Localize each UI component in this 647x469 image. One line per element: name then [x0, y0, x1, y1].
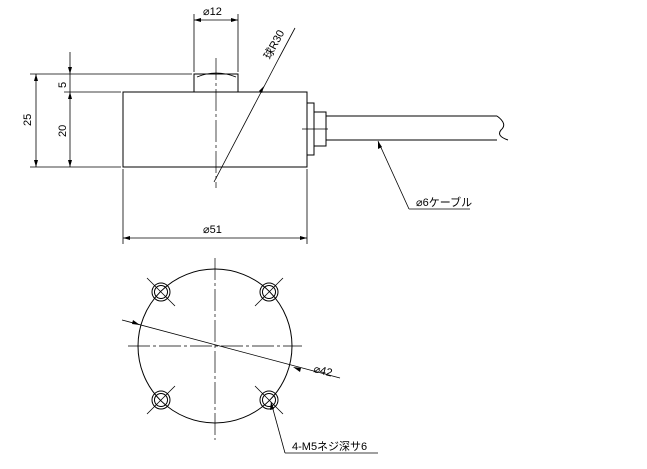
dia12-label: ⌀12	[203, 6, 222, 18]
r30-arrow	[259, 86, 264, 93]
dim12-arrow-left	[194, 18, 201, 22]
hole-top-right	[254, 277, 284, 307]
body-outline	[122, 91, 308, 168]
dim20-label: 20	[57, 125, 69, 137]
dim5-label: 5	[57, 82, 69, 88]
r30-leader-upper	[278, 27, 296, 59]
dim25-label: 25	[22, 114, 34, 126]
thread-label: 4-M5ネジ深サ6	[292, 440, 367, 453]
hole-bottom-right	[254, 385, 284, 415]
r30-leader	[213, 57, 280, 183]
dim42-line	[121, 319, 341, 379]
dim42-arrow-left	[132, 320, 140, 325]
side-view: ⌀12 球R30 25 5 20 ⌀51 ⌀6ケ	[22, 6, 509, 244]
hole-bottom-left	[146, 385, 176, 415]
cable-arrow	[378, 141, 382, 149]
dim42-arrow-right	[293, 367, 301, 372]
cable-leader	[377, 140, 410, 210]
dia42-label: ⌀42	[312, 363, 333, 379]
bottom-view: ⌀42 4-M5ネジ深サ6	[121, 258, 378, 454]
thread-arrow	[270, 402, 274, 410]
dia51-label: ⌀51	[203, 224, 222, 236]
cable-label: ⌀6ケーブル	[416, 195, 472, 209]
dim51-arrow-left	[123, 236, 130, 240]
thread-leader	[270, 401, 286, 454]
dim5-arrow-top	[68, 67, 72, 74]
dim20-arrow-bottom	[68, 160, 72, 167]
dim12-arrow-right	[231, 18, 238, 22]
cable-break	[496, 115, 509, 141]
hole-top-left	[146, 277, 176, 307]
dim25-arrow-bottom	[34, 160, 38, 167]
sphere-r30-label: 球R30	[260, 27, 287, 61]
dim25-arrow-top	[34, 74, 38, 81]
dim51-arrow-right	[300, 236, 307, 240]
